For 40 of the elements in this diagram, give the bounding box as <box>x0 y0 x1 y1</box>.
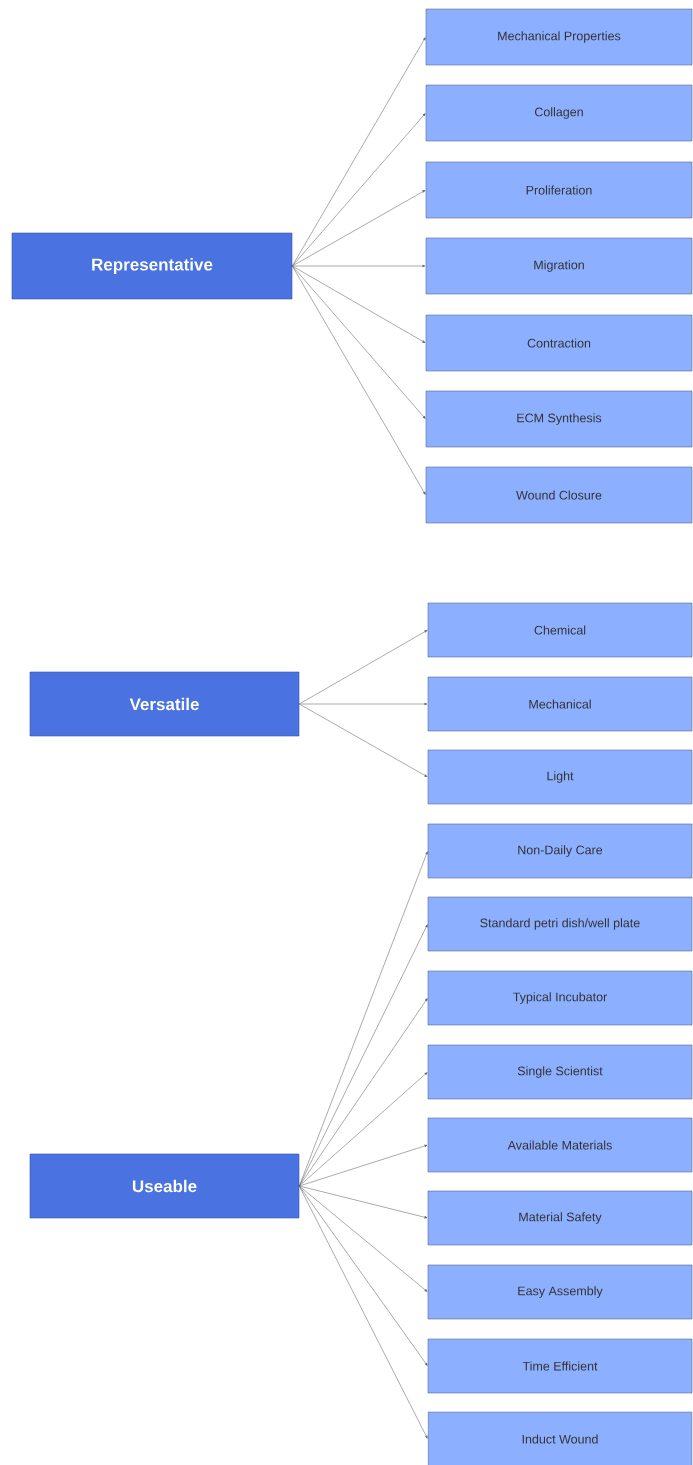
item-box: Available Materials <box>427 1117 693 1173</box>
arrow <box>299 1185 428 1366</box>
item-box: ECM Synthesis <box>425 390 693 448</box>
item-box: Material Safety <box>427 1190 693 1246</box>
arrow <box>292 265 426 495</box>
item-box: Collagen <box>425 84 693 142</box>
item-box: Mechanical Properties <box>425 8 693 66</box>
arrow <box>292 265 426 419</box>
item-box: Contraction <box>425 314 693 372</box>
arrow <box>299 924 428 1187</box>
item-box: Light <box>427 749 693 805</box>
main-box: Useable <box>29 1153 300 1219</box>
item-box: Induct Wound <box>427 1411 693 1465</box>
item-box: Standard petri dish/well plate <box>427 896 693 952</box>
item-box: Single Scientist <box>427 1044 693 1100</box>
arrow <box>292 190 426 267</box>
item-box: Typical Incubator <box>427 970 693 1026</box>
item-box: Time Efficient <box>427 1338 693 1394</box>
item-box: Easy Assembly <box>427 1264 693 1320</box>
arrow <box>292 265 426 343</box>
item-box: Non-Daily Care <box>427 823 693 879</box>
arrow <box>292 264 426 268</box>
arrow <box>299 630 428 705</box>
arrow <box>299 1072 428 1187</box>
arrow <box>299 1185 428 1219</box>
item-box: Mechanical <box>427 676 693 732</box>
item-box: Proliferation <box>425 161 693 219</box>
item-box: Wound Closure <box>425 466 693 524</box>
arrow <box>299 1185 428 1292</box>
arrow <box>299 1185 428 1439</box>
item-box: Chemical <box>427 602 693 658</box>
main-box: Representative <box>11 232 293 300</box>
arrow <box>299 1144 428 1187</box>
main-box: Versatile <box>29 671 300 737</box>
arrow <box>292 37 426 267</box>
arrow <box>299 998 428 1187</box>
item-box: Migration <box>425 237 693 295</box>
arrow <box>292 113 426 267</box>
arrow <box>299 702 428 706</box>
arrow <box>299 703 428 777</box>
